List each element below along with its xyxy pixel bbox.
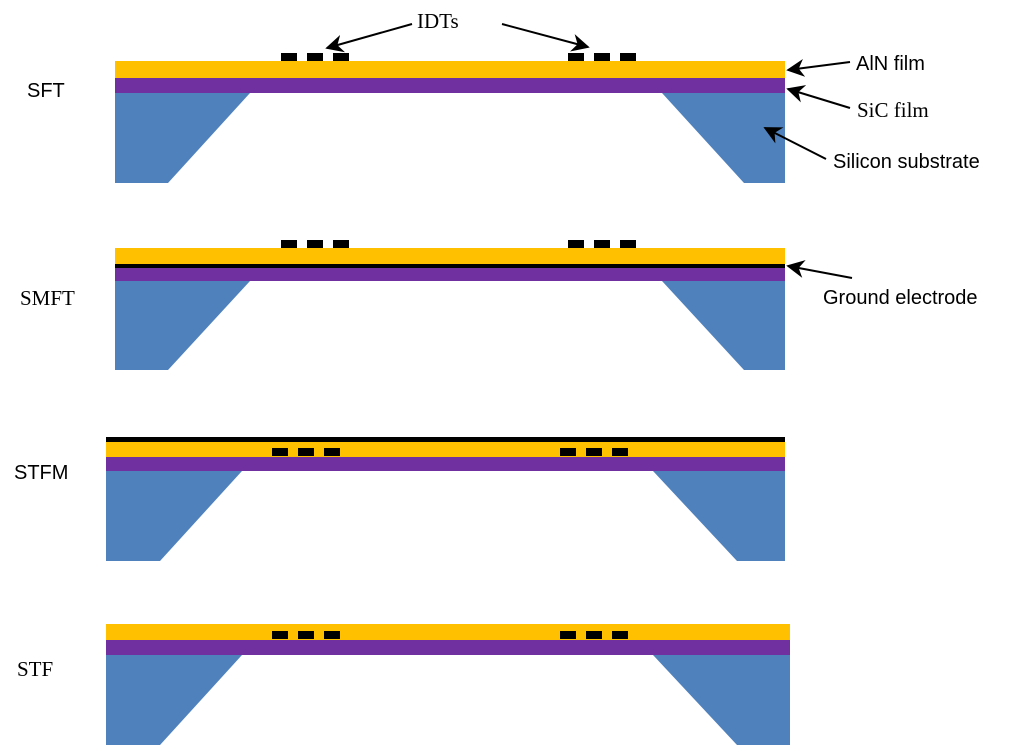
arrow-icon [786, 260, 853, 279]
aln-film-layer [115, 248, 785, 264]
idt-finger [560, 448, 576, 456]
idt-finger [620, 53, 636, 61]
arrow-icon [763, 127, 827, 160]
aln-film-layer [115, 61, 785, 78]
idt-finger [333, 240, 349, 248]
silicon-substrate [106, 471, 242, 561]
silicon-substrate [653, 655, 790, 745]
idts-label: IDTs [417, 9, 459, 33]
ground-electrode-label: Ground electrode [823, 287, 978, 309]
aln-film-label: AlN film [856, 53, 925, 75]
sic-film-layer [106, 640, 790, 655]
structure-label: STFM [14, 462, 68, 484]
structure-stf: STF [17, 624, 790, 745]
idt-finger [568, 53, 584, 61]
arrow-icon [786, 85, 851, 109]
aln-film-layer [106, 442, 785, 457]
structure-sft: SFT [27, 53, 785, 183]
structure-label: SFT [27, 80, 65, 102]
idt-finger [594, 53, 610, 61]
structure-smft: SMFT [20, 240, 785, 370]
annotations: IDTs AlN film SiC film Silicon substrate… [325, 9, 980, 309]
structure-label: STF [17, 657, 53, 681]
idt-finger [333, 53, 349, 61]
silicon-substrate [653, 471, 785, 561]
sic-film-label: SiC film [857, 98, 929, 122]
aln-film-layer [106, 624, 790, 640]
sic-film-layer [106, 457, 785, 471]
idt-finger [560, 631, 576, 639]
idt-finger [612, 448, 628, 456]
ground-electrode-layer [115, 264, 785, 268]
idt-finger [324, 631, 340, 639]
idt-finger [307, 53, 323, 61]
sic-film-layer [115, 78, 785, 93]
idt-electrodes [281, 240, 636, 248]
idt-finger [281, 53, 297, 61]
ground-electrode-layer [106, 437, 785, 442]
idt-electrodes [272, 631, 628, 639]
idt-finger [586, 448, 602, 456]
silicon-substrate [115, 93, 250, 183]
sic-film-layer [115, 268, 785, 281]
idt-finger [612, 631, 628, 639]
idt-electrodes [272, 448, 628, 456]
idt-finger [298, 631, 314, 639]
silicon-substrate [106, 655, 242, 745]
structure-label: SMFT [20, 286, 75, 310]
idt-finger [568, 240, 584, 248]
idt-finger [324, 448, 340, 456]
idt-finger [272, 448, 288, 456]
idt-finger [620, 240, 636, 248]
silicon-substrate [662, 93, 785, 183]
idt-finger [307, 240, 323, 248]
arrow-icon [786, 59, 851, 77]
silicon-substrate [662, 281, 785, 370]
arrow-icon [325, 23, 413, 53]
structure-stfm: STFM [14, 437, 785, 561]
idt-finger [281, 240, 297, 248]
silicon-substrate [115, 281, 250, 370]
silicon-substrate-label: Silicon substrate [833, 151, 980, 173]
idt-finger [298, 448, 314, 456]
idt-finger [272, 631, 288, 639]
idt-finger [586, 631, 602, 639]
arrow-icon [501, 23, 590, 52]
idt-finger [594, 240, 610, 248]
idt-electrodes [281, 53, 636, 61]
